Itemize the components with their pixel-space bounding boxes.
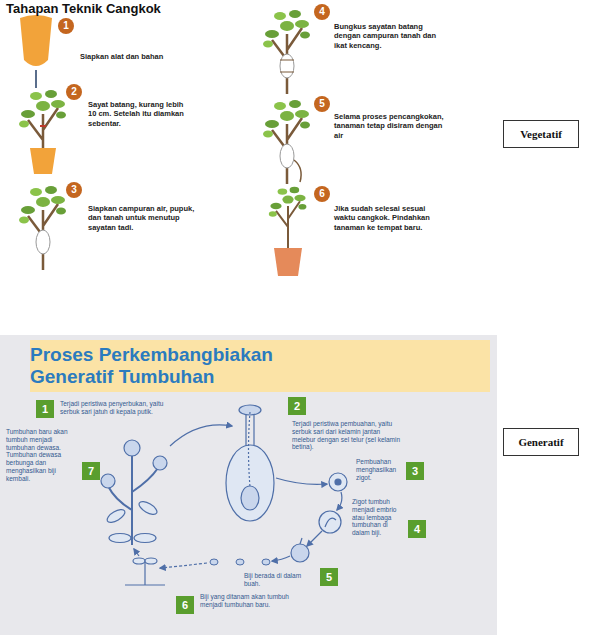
step-number-square: 4: [408, 520, 426, 538]
process-text: Biji berada di dalam buah.: [244, 572, 316, 588]
flowering-plant: [101, 440, 167, 545]
step-number: 1: [58, 18, 74, 34]
process-text: Terjadi peristiwa penyerbukan, yaitu ser…: [60, 400, 172, 416]
category-box: Vegetatif: [503, 120, 579, 148]
number-text: 2: [71, 87, 77, 97]
step-number-square: 2: [288, 397, 306, 415]
step-text: Siapkan alat dan bahan: [80, 52, 180, 61]
step-text: Siapkan campuran air, pupuk, dan tanah u…: [88, 204, 198, 232]
page-title: Tahapan Teknik Cangkok: [6, 1, 161, 16]
plant-figure: [263, 10, 310, 94]
pistil-section: [226, 405, 274, 521]
number-text: 6: [319, 189, 325, 199]
cut-mark: [40, 125, 46, 127]
step-number-square: 1: [36, 400, 54, 418]
plant-figure: [263, 100, 310, 184]
fruit-figure: [291, 538, 309, 562]
step-text: Selama proses pencangkokan, tanaman teta…: [334, 112, 446, 140]
number-text: 4: [414, 524, 420, 535]
number-text: 7: [88, 466, 94, 477]
process-text: Zigot tumbuh menjadi embrio atau lembaga…: [352, 498, 404, 537]
soil-wrap: [280, 144, 294, 168]
soil-wrap: [280, 54, 294, 78]
number-text: 3: [412, 466, 418, 477]
number-text: 6: [182, 600, 188, 611]
cut-wrap: [30, 148, 56, 174]
number-text: 1: [63, 21, 69, 31]
number-text: 4: [319, 7, 325, 17]
panel-ground: [0, 335, 497, 635]
step-number: 4: [314, 4, 330, 20]
step-text: Bungkus sayatan batang dengan campuran t…: [334, 22, 446, 50]
category-label: Vegetatif: [520, 128, 562, 140]
step-number-square: 3: [406, 462, 424, 480]
heading-text: Proses Perkembangbiakan Generatif Tumbuh…: [30, 344, 300, 388]
step-number: 3: [66, 182, 82, 198]
step-number: 6: [314, 186, 330, 202]
category-box: Generatif: [503, 428, 579, 456]
plant-figure: [19, 90, 66, 174]
step-number-square: 5: [320, 568, 338, 586]
number-text: 5: [319, 99, 325, 109]
step-number-square: 7: [82, 462, 100, 480]
tool-bag: [20, 15, 52, 88]
step-number: 2: [66, 84, 82, 100]
process-text: Biji yang ditanam akan tumbuh menjadi tu…: [200, 593, 310, 609]
step-number: 5: [314, 96, 330, 112]
step-text: Jika sudah selesai sesuai waktu cangkok.…: [334, 204, 446, 232]
water-line: [294, 160, 301, 182]
seed-row: [210, 559, 270, 565]
heading-band: Proses Perkembangbiakan Generatif Tumbuh…: [30, 340, 490, 392]
number-text: 3: [71, 185, 77, 195]
flower-pot: [274, 248, 302, 276]
seedling-figure: [125, 558, 165, 585]
plant-figure: [19, 186, 66, 270]
knife: [35, 70, 37, 88]
process-text: Terjadi peristiwa pembuahan, yaitu serbu…: [292, 420, 402, 451]
number-text: 1: [42, 404, 48, 415]
number-text: 5: [326, 572, 332, 583]
tie-string: [280, 60, 294, 72]
step-number-square: 6: [176, 596, 194, 614]
soil-wrap: [36, 230, 50, 254]
zygote-figure: [329, 473, 347, 491]
process-text: Tumbuhan baru akan tumbuh menjadi tumbuh…: [6, 428, 76, 483]
plant-figure: [269, 187, 307, 254]
category-label: Generatif: [518, 436, 563, 448]
bag-shape: [20, 15, 52, 66]
embryo-figure: [319, 511, 341, 533]
process-text: Pembuahan menghasilkan zigot.: [356, 458, 404, 481]
step-text: Sayat batang, kurang lebih 10 cm. Setela…: [88, 100, 193, 128]
number-text: 2: [294, 401, 300, 412]
